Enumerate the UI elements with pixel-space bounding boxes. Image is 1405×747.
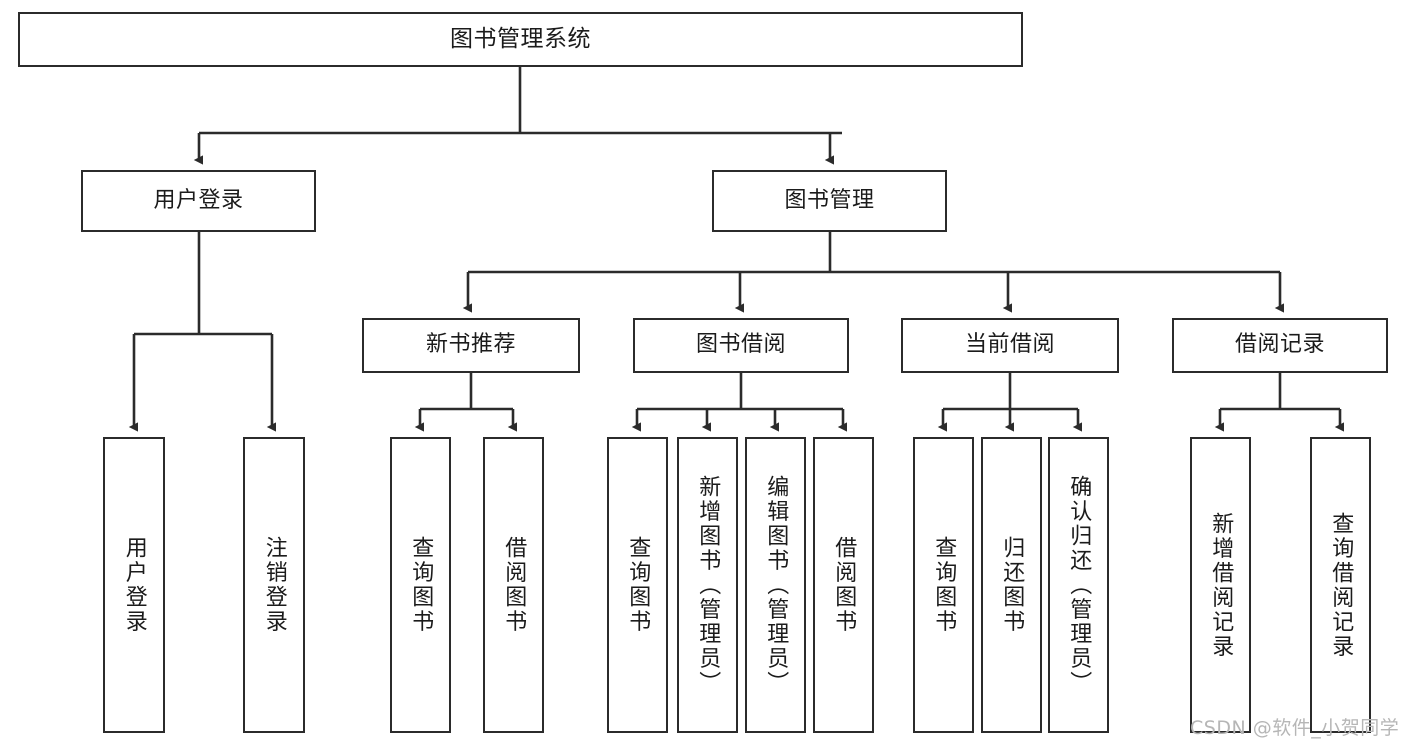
node-user-login-label: 用户登录 [153,187,244,213]
leaf-new-book-borrow[interactable]: 借阅图书 [483,437,544,733]
leaf-current-borrow-query-label: 查询图书 [931,536,957,634]
leaf-borrow-record-add-label: 新增借阅记录 [1208,511,1234,659]
node-book-borrow[interactable]: 图书借阅 [633,318,849,373]
leaf-book-borrow-borrow-label: 借阅图书 [831,536,857,634]
node-book-management[interactable]: 图书管理 [712,170,947,232]
leaf-current-borrow-return[interactable]: 归还图书 [981,437,1042,733]
leaf-new-book-query[interactable]: 查询图书 [390,437,451,733]
leaf-book-borrow-add[interactable]: 新增图书（管理员） [677,437,738,733]
leaf-user-login-logout[interactable]: 注销登录 [243,437,305,733]
leaf-current-borrow-return-label: 归还图书 [999,536,1025,634]
leaf-book-borrow-query[interactable]: 查询图书 [607,437,668,733]
leaf-current-borrow-confirm-label: 确认归还（管理员） [1066,474,1092,696]
node-root-system-label: 图书管理系统 [450,25,591,52]
leaf-borrow-record-add[interactable]: 新增借阅记录 [1190,437,1251,733]
leaf-current-borrow-confirm[interactable]: 确认归还（管理员） [1048,437,1109,733]
leaf-new-book-query-label: 查询图书 [408,536,434,634]
node-book-borrow-label: 图书借阅 [695,332,786,358]
node-borrow-record-label: 借阅记录 [1234,332,1325,358]
leaf-book-borrow-borrow[interactable]: 借阅图书 [813,437,874,733]
node-current-borrow-label: 当前借阅 [964,332,1055,358]
leaf-current-borrow-query[interactable]: 查询图书 [913,437,974,733]
leaf-book-borrow-add-label: 新增图书（管理员） [695,474,721,696]
node-borrow-record[interactable]: 借阅记录 [1172,318,1388,373]
node-new-book-recommend-label: 新书推荐 [425,332,516,358]
watermark-text: CSDN @软件_小贺同学 [1190,717,1400,739]
node-book-management-label: 图书管理 [784,187,875,213]
leaf-user-login-login[interactable]: 用户登录 [103,437,165,733]
leaf-new-book-borrow-label: 借阅图书 [501,536,527,634]
leaf-borrow-record-query-label: 查询借阅记录 [1328,511,1354,659]
leaf-borrow-record-query[interactable]: 查询借阅记录 [1310,437,1371,733]
node-new-book-recommend[interactable]: 新书推荐 [362,318,580,373]
node-user-login[interactable]: 用户登录 [81,170,316,232]
leaf-user-login-login-label: 用户登录 [121,536,147,634]
leaf-book-borrow-query-label: 查询图书 [625,536,651,634]
node-root-system[interactable]: 图书管理系统 [18,12,1023,67]
leaf-book-borrow-edit[interactable]: 编辑图书（管理员） [745,437,806,733]
leaf-user-login-logout-label: 注销登录 [261,536,287,634]
node-current-borrow[interactable]: 当前借阅 [901,318,1119,373]
leaf-book-borrow-edit-label: 编辑图书（管理员） [763,474,789,696]
